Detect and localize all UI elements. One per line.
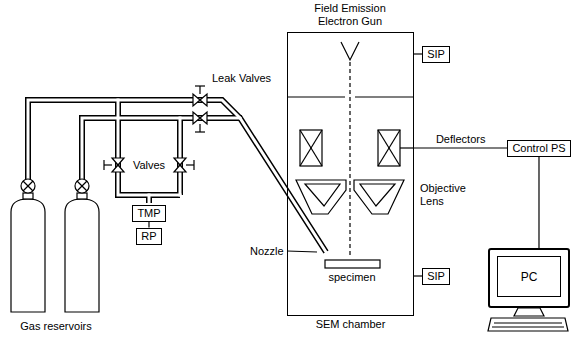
leak-valve-body [200, 94, 207, 106]
electron-beam [349, 62, 350, 258]
deflector-wire [400, 147, 414, 148]
power-supply-box: Control PS [507, 140, 570, 157]
valve-stem [104, 164, 112, 165]
turbo-pump-box: TMP [132, 205, 165, 222]
pc-monitor: PC [488, 248, 570, 308]
node-text: Control PS [512, 142, 565, 155]
objective-lens-coil [360, 184, 395, 206]
keyboard-keys [494, 322, 562, 323]
pc-hardware [488, 308, 568, 331]
gas-pipe [177, 118, 183, 195]
rotary-pump-box: RP [136, 228, 161, 245]
node-text: RP [141, 230, 156, 243]
deflector-coil-cross [300, 130, 322, 166]
pump-valves [104, 158, 194, 172]
nozzle-label: Nozzle [250, 245, 284, 258]
gas-pipe [148, 195, 151, 203]
monitor-stand [514, 308, 544, 316]
gun-partition [355, 96, 414, 97]
connector-line [538, 157, 539, 249]
deflector-coil-cross [300, 130, 322, 166]
deflector-coil [300, 130, 322, 166]
objective-lens-pole [354, 180, 404, 214]
leak-valves [193, 86, 207, 132]
specimen-label: specimen [322, 271, 382, 284]
specimen-plate [325, 260, 380, 268]
cylinder-neck [23, 193, 33, 199]
valve-handle [103, 160, 104, 170]
connector-line [414, 275, 422, 276]
node-text: TMP [137, 207, 160, 220]
valve-body [112, 158, 124, 165]
edge-label: Deflectors [435, 133, 487, 146]
cylinder-valve [75, 179, 89, 193]
node-text: SEM chamber [288, 318, 413, 331]
leak-valve-handle [195, 85, 205, 86]
gas-pipe [28, 100, 240, 179]
valve-body [112, 165, 124, 172]
leak-valve-body [193, 112, 200, 124]
gas-pipe [118, 100, 180, 195]
cylinder-valve-cross [23, 181, 33, 191]
gun-label: Field Emission Electron Gun [300, 2, 400, 28]
valve-body [174, 165, 186, 172]
valve-body [174, 158, 186, 165]
cylinder-valve [21, 179, 35, 193]
connector-line [414, 147, 507, 148]
cylinder-valve-cross [23, 181, 33, 191]
gas-cylinders [11, 179, 99, 312]
lens-label: Objective Lens [420, 182, 482, 208]
valve-handle [193, 160, 194, 170]
gas-cylinder [65, 199, 99, 312]
valve-label: Valves [124, 159, 174, 172]
objective-lens-coil [305, 184, 340, 206]
leak-valve-body [193, 94, 200, 106]
node-text: SIP [427, 48, 445, 61]
ion-pump-box: SIP [422, 268, 450, 285]
leak-valve-stem [199, 124, 200, 132]
node-text: PC [521, 270, 538, 284]
leak-valve-handle [195, 131, 205, 132]
gas-pipe [179, 118, 182, 195]
cylinder-neck [77, 193, 87, 199]
deflector-coil-cross [378, 130, 400, 166]
node-text: SIP [427, 270, 445, 283]
column-parts [287, 42, 414, 268]
nozzle-leader [287, 251, 317, 252]
leak-valve-stem [199, 86, 200, 94]
connector-line [414, 53, 422, 54]
gas-pipe [28, 100, 240, 179]
valve-stem [186, 164, 194, 165]
monitor-screen: PC [497, 256, 561, 297]
deflector-coil [378, 130, 400, 166]
cylinder-valve-cross [77, 181, 87, 191]
gun-partition [287, 96, 345, 97]
leak-valve-label: Leak Valves [212, 72, 271, 85]
electron-gun-tip [341, 42, 359, 60]
gas-pipe [118, 100, 180, 195]
keyboard-keys [492, 326, 564, 327]
gas-cylinder [11, 199, 45, 312]
reservoir-label: Gas reservoirs [0, 320, 112, 333]
cylinder-valve-cross [77, 181, 87, 191]
leak-valve-body [200, 112, 207, 124]
objective-lens-pole [296, 180, 346, 214]
keyboard [488, 318, 568, 331]
deflector-coil-cross [378, 130, 400, 166]
ion-pump-box: SIP [422, 46, 450, 63]
